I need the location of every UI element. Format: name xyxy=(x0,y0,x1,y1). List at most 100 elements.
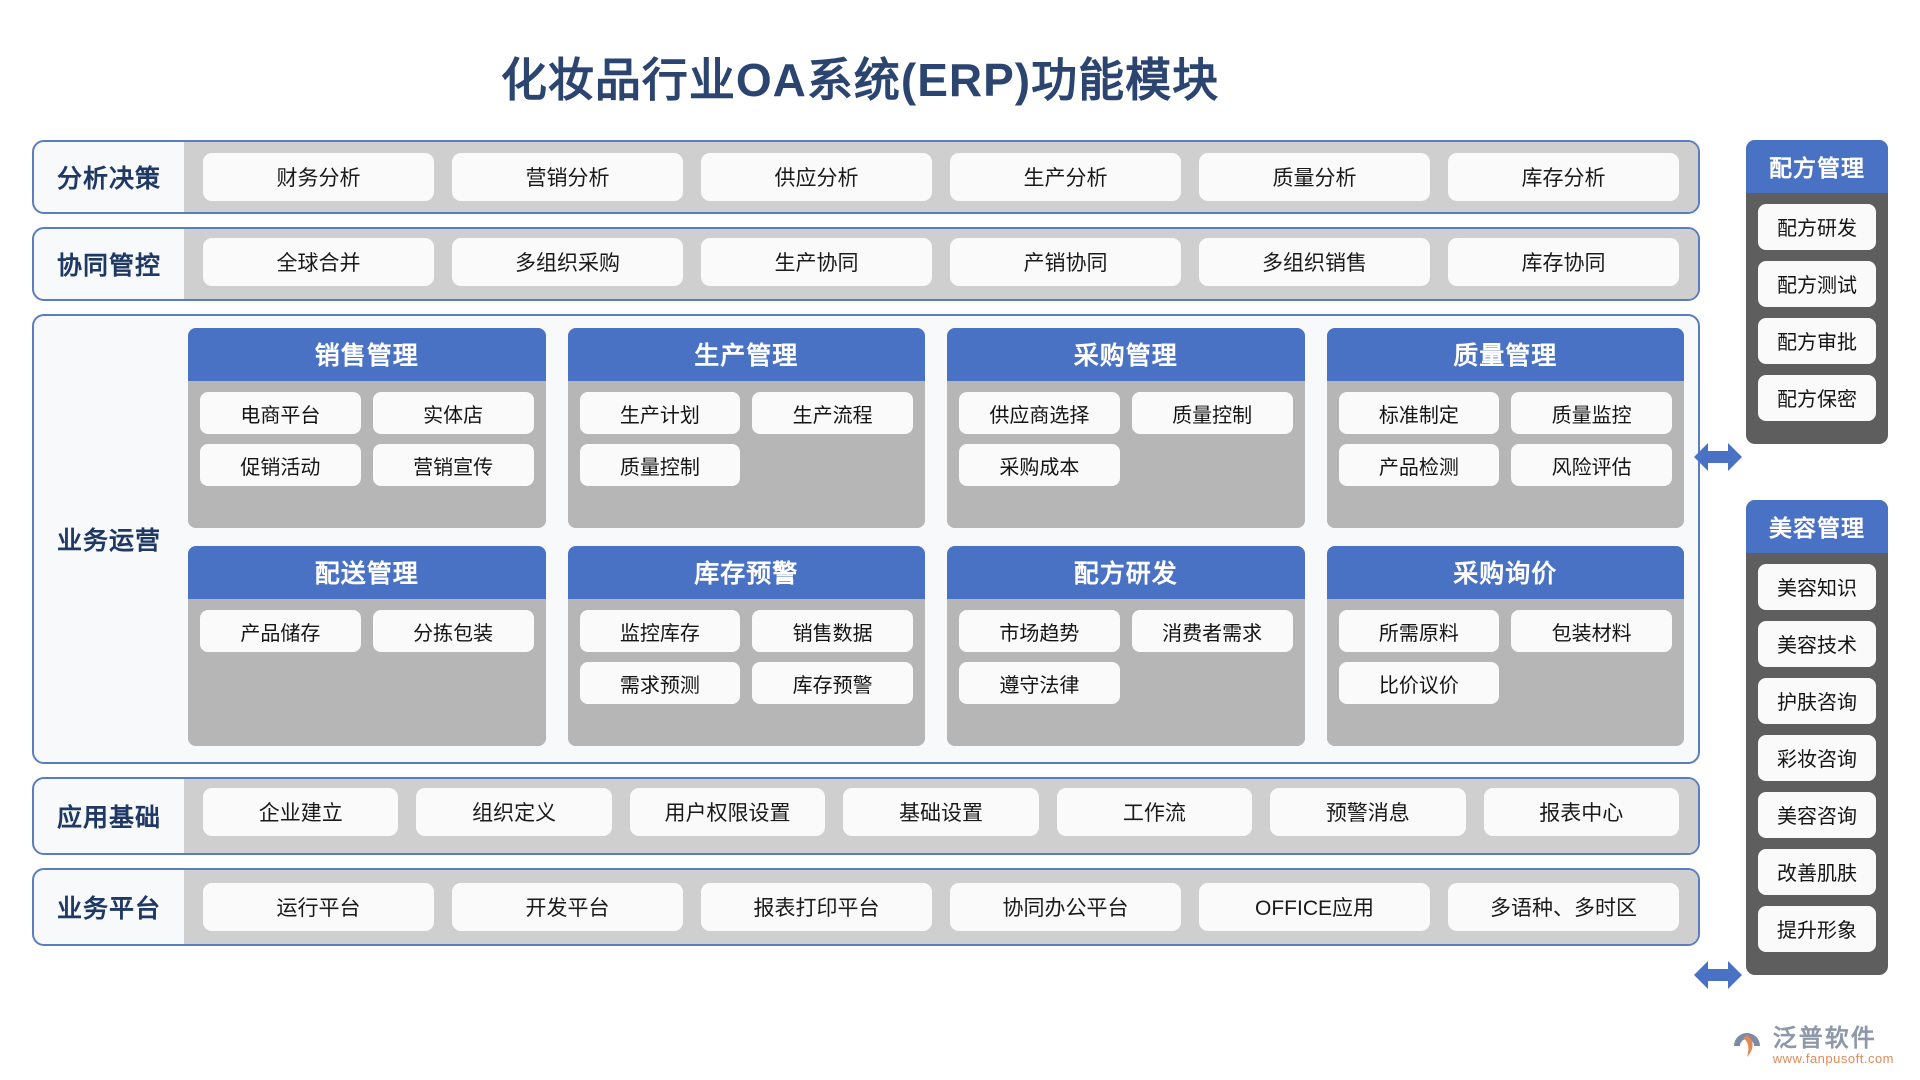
side-chip[interactable]: 美容知识 xyxy=(1758,564,1876,610)
card-title: 销售管理 xyxy=(188,328,546,381)
band-item[interactable]: 协同办公平台 xyxy=(950,883,1181,931)
module-card-formula-rd[interactable]: 配方研发 市场趋势 消费者需求 遵守法律 xyxy=(947,546,1305,746)
card-chip[interactable]: 生产流程 xyxy=(752,392,913,434)
band-strip-analysis: 财务分析 营销分析 供应分析 生产分析 质量分析 库存分析 xyxy=(184,142,1698,212)
band-item[interactable]: 库存协同 xyxy=(1448,238,1679,286)
band-item[interactable]: 供应分析 xyxy=(701,153,932,201)
card-body: 监控库存 销售数据 需求预测 库存预警 xyxy=(567,599,925,746)
card-chip[interactable]: 产品储存 xyxy=(200,610,361,652)
card-chip[interactable]: 风险评估 xyxy=(1511,444,1672,486)
module-card-purchase-inquiry[interactable]: 采购询价 所需原料 包装材料 比价议价 xyxy=(1326,546,1684,746)
side-chip[interactable]: 配方审批 xyxy=(1758,318,1876,364)
band-item[interactable]: OFFICE应用 xyxy=(1199,883,1430,931)
side-column: 配方管理 配方研发 配方测试 配方审批 配方保密 美容管理 美容知识 美容技术 … xyxy=(1746,140,1888,975)
band-item[interactable]: 产销协同 xyxy=(950,238,1181,286)
card-chip[interactable]: 促销活动 xyxy=(200,444,361,486)
brand-logo-text: 泛普软件 www.fanpusoft.com xyxy=(1773,1026,1894,1066)
card-chip[interactable]: 标准制定 xyxy=(1338,392,1500,434)
card-body: 标准制定 质量监控 产品检测 风险评估 xyxy=(1326,381,1684,528)
side-panel-items: 配方研发 配方测试 配方审批 配方保密 xyxy=(1746,193,1888,421)
brand-logo-icon xyxy=(1730,1029,1764,1063)
card-title: 生产管理 xyxy=(567,328,925,381)
card-chip[interactable]: 监控库存 xyxy=(579,610,741,652)
card-body: 产品储存 分拣包装 xyxy=(188,599,546,746)
side-chip[interactable]: 提升形象 xyxy=(1758,906,1876,952)
band-item[interactable]: 多组织采购 xyxy=(452,238,683,286)
band-item[interactable]: 质量分析 xyxy=(1199,153,1430,201)
side-chip[interactable]: 护肤咨询 xyxy=(1758,678,1876,724)
band-item[interactable]: 企业建立 xyxy=(203,788,399,836)
brand-name: 泛普软件 xyxy=(1772,1024,1877,1052)
side-chip[interactable]: 配方研发 xyxy=(1758,204,1876,250)
band-item[interactable]: 生产分析 xyxy=(950,153,1181,201)
module-card-grid: 销售管理 电商平台 实体店 促销活动 营销宣传 生产管理 生产计划 生产流程 质… xyxy=(184,316,1698,762)
band-item[interactable]: 用户权限设置 xyxy=(629,788,826,836)
card-chip[interactable]: 包装材料 xyxy=(1511,610,1672,652)
band-item[interactable]: 财务分析 xyxy=(203,153,434,201)
module-card-procurement[interactable]: 采购管理 供应商选择 质量控制 采购成本 xyxy=(947,328,1305,528)
band-item[interactable]: 营销分析 xyxy=(452,153,683,201)
band-item[interactable]: 组织定义 xyxy=(416,788,612,836)
card-chip[interactable]: 所需原料 xyxy=(1338,610,1500,652)
card-chip[interactable]: 质量监控 xyxy=(1511,392,1672,434)
band-item[interactable]: 生产协同 xyxy=(701,238,932,286)
band-collaboration: 协同管控 全球合并 多组织采购 生产协同 产销协同 多组织销售 库存协同 xyxy=(32,227,1700,301)
card-chip[interactable]: 营销宣传 xyxy=(372,444,534,486)
main-column: 分析决策 财务分析 营销分析 供应分析 生产分析 质量分析 库存分析 协同管控 … xyxy=(32,140,1700,959)
card-chip[interactable]: 分拣包装 xyxy=(372,610,534,652)
card-chip[interactable]: 库存预警 xyxy=(752,662,913,704)
module-card-quality[interactable]: 质量管理 标准制定 质量监控 产品检测 风险评估 xyxy=(1326,328,1684,528)
card-chip[interactable]: 质量控制 xyxy=(579,444,741,486)
module-card-sales[interactable]: 销售管理 电商平台 实体店 促销活动 营销宣传 xyxy=(188,328,546,528)
module-card-inventory-alert[interactable]: 库存预警 监控库存 销售数据 需求预测 库存预警 xyxy=(567,546,925,746)
card-chip[interactable]: 遵守法律 xyxy=(959,662,1120,704)
card-chip[interactable]: 生产计划 xyxy=(579,392,741,434)
band-item[interactable]: 运行平台 xyxy=(203,883,434,931)
module-card-delivery[interactable]: 配送管理 产品储存 分拣包装 xyxy=(188,546,546,746)
card-chip[interactable]: 采购成本 xyxy=(959,444,1120,486)
card-title: 配方研发 xyxy=(947,546,1305,599)
band-item[interactable]: 多语种、多时区 xyxy=(1448,883,1679,931)
card-chip[interactable]: 需求预测 xyxy=(579,662,741,704)
side-chip[interactable]: 配方保密 xyxy=(1758,375,1876,421)
card-body: 市场趋势 消费者需求 遵守法律 xyxy=(947,599,1305,746)
band-business-platform: 业务平台 运行平台 开发平台 报表打印平台 协同办公平台 OFFICE应用 多语… xyxy=(32,868,1700,946)
brand-url: www.fanpusoft.com xyxy=(1772,1051,1894,1066)
band-application-foundation: 应用基础 企业建立 组织定义 用户权限设置 基础设置 工作流 预警消息 报表中心 xyxy=(32,777,1700,855)
side-chip[interactable]: 美容咨询 xyxy=(1758,792,1876,838)
side-chip[interactable]: 美容技术 xyxy=(1758,621,1876,667)
card-title: 库存预警 xyxy=(567,546,925,599)
card-chip[interactable]: 比价议价 xyxy=(1338,662,1500,704)
band-item[interactable]: 预警消息 xyxy=(1270,788,1466,836)
band-item[interactable]: 报表中心 xyxy=(1483,788,1679,836)
band-item[interactable]: 多组织销售 xyxy=(1199,238,1430,286)
band-item[interactable]: 工作流 xyxy=(1056,788,1253,836)
side-chip[interactable]: 彩妆咨询 xyxy=(1758,735,1876,781)
panel-spacer xyxy=(1746,444,1888,500)
card-chip[interactable]: 消费者需求 xyxy=(1131,610,1293,652)
panel-label-business-operations: 业务运营 xyxy=(56,527,161,555)
band-label-business-platform: 业务平台 xyxy=(56,895,161,923)
card-title: 配送管理 xyxy=(188,546,546,599)
band-item[interactable]: 报表打印平台 xyxy=(701,883,932,931)
band-item[interactable]: 全球合并 xyxy=(203,238,434,286)
card-chip[interactable]: 实体店 xyxy=(372,392,534,434)
band-analysis: 分析决策 财务分析 营销分析 供应分析 生产分析 质量分析 库存分析 xyxy=(32,140,1700,214)
side-panel-title: 美容管理 xyxy=(1746,500,1888,553)
card-chip[interactable]: 电商平台 xyxy=(200,392,361,434)
side-panel-formula-management: 配方管理 配方研发 配方测试 配方审批 配方保密 xyxy=(1746,140,1888,444)
card-chip[interactable]: 市场趋势 xyxy=(959,610,1120,652)
band-strip-business-platform: 运行平台 开发平台 报表打印平台 协同办公平台 OFFICE应用 多语种、多时区 xyxy=(184,870,1698,944)
card-chip[interactable]: 产品检测 xyxy=(1338,444,1500,486)
card-chip[interactable]: 销售数据 xyxy=(752,610,913,652)
side-chip[interactable]: 配方测试 xyxy=(1758,261,1876,307)
module-card-production[interactable]: 生产管理 生产计划 生产流程 质量控制 xyxy=(567,328,925,528)
side-chip[interactable]: 改善肌肤 xyxy=(1758,849,1876,895)
card-chip[interactable]: 质量控制 xyxy=(1131,392,1293,434)
panel-business-operations: 业务运营 泛普软件 销售管理 电商平台 实体店 促销活动 营销宣传 生产管理 xyxy=(32,314,1700,764)
band-item[interactable]: 库存分析 xyxy=(1448,153,1679,201)
band-item[interactable]: 基础设置 xyxy=(843,788,1039,836)
card-chip[interactable]: 供应商选择 xyxy=(959,392,1120,434)
band-item[interactable]: 开发平台 xyxy=(452,883,683,931)
